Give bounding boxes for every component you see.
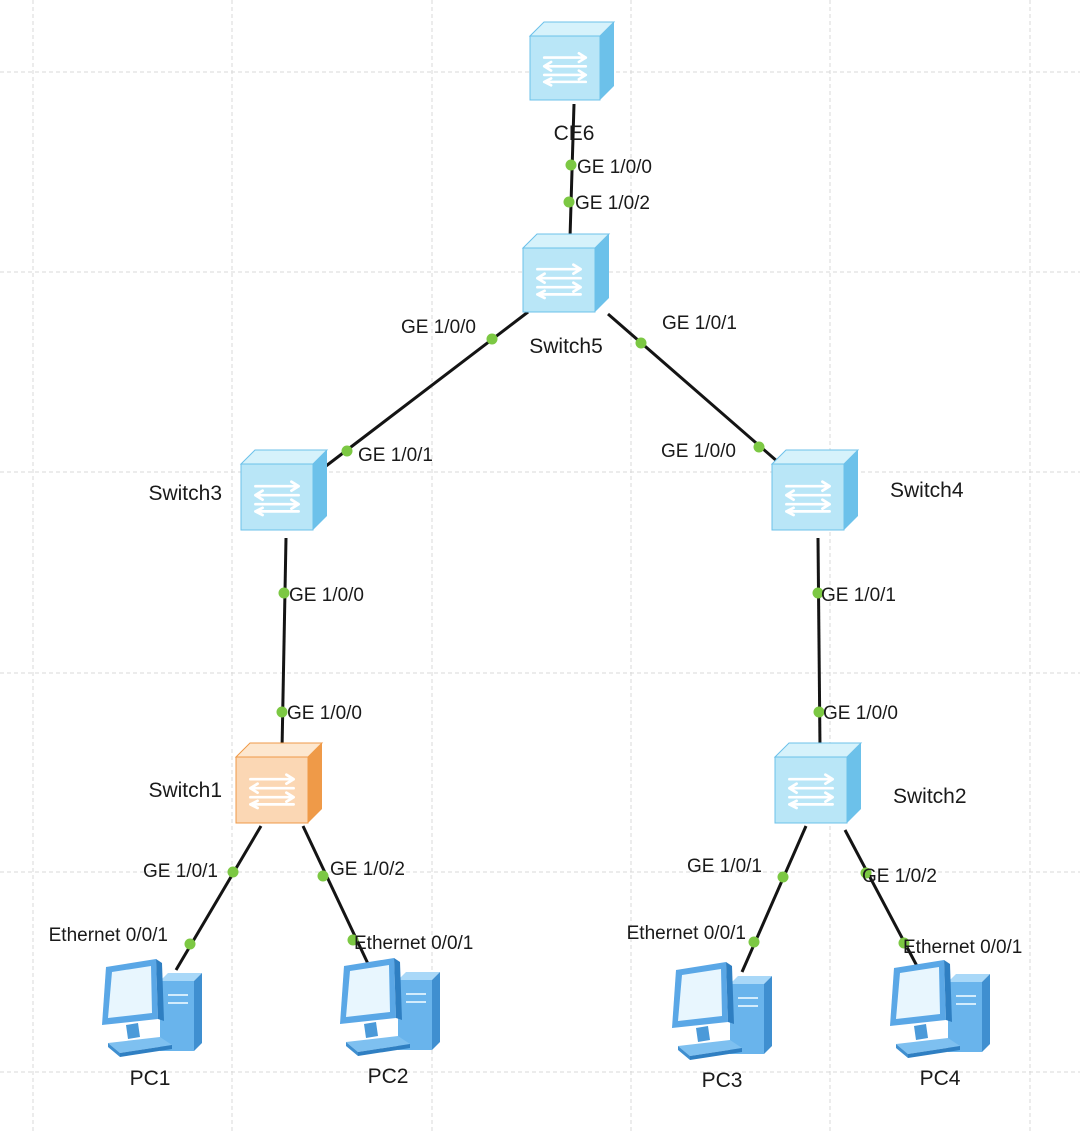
switch3-node[interactable] <box>239 449 329 531</box>
port-dot <box>898 937 910 949</box>
port-label: Ethernet 0/0/1 <box>49 925 168 946</box>
pc3-node[interactable] <box>672 962 772 1060</box>
pc-icon <box>672 962 772 1060</box>
ce6-node[interactable] <box>528 21 616 101</box>
labels: GE 1/0/0 GE 1/0/2 GE 1/0/0 GE 1/0/1 GE 1/0/1… <box>49 122 1023 1092</box>
pc3-label: PC3 <box>702 1069 743 1092</box>
link-switch3-switch1[interactable] <box>276 537 290 751</box>
switch3-label: Switch3 <box>148 482 222 505</box>
port-dot <box>227 866 239 878</box>
port-dot <box>860 867 872 879</box>
port-dot <box>317 870 329 882</box>
devices <box>102 21 990 1060</box>
port-dot <box>347 934 359 946</box>
port-dot <box>276 706 288 718</box>
port-label: GE 1/0/0 <box>287 703 362 724</box>
port-label: GE 1/0/1 <box>687 856 762 877</box>
switch1-node[interactable] <box>234 742 324 824</box>
pc-icon <box>340 958 440 1056</box>
link-switch2-pc4[interactable] <box>843 829 920 969</box>
port-dot <box>563 196 575 208</box>
port-dot <box>748 936 760 948</box>
switch-icon <box>521 233 611 313</box>
link-line[interactable] <box>568 103 576 239</box>
switch5-node[interactable] <box>521 233 611 313</box>
link-switch4-switch2[interactable] <box>812 537 825 749</box>
switch4-node[interactable] <box>770 449 860 531</box>
pc-icon <box>102 959 202 1057</box>
port-label: Ethernet 0/0/1 <box>627 923 746 944</box>
link-line[interactable] <box>301 825 372 969</box>
port-label: GE 1/0/1 <box>821 585 896 606</box>
switch2-node[interactable] <box>773 742 863 824</box>
port-dot <box>278 587 290 599</box>
switch2-label: Switch2 <box>893 785 967 808</box>
switch-icon <box>239 449 329 531</box>
switch5-label: Switch5 <box>529 335 603 358</box>
port-dot <box>341 445 353 457</box>
port-label: GE 1/0/0 <box>823 703 898 724</box>
port-label: GE 1/0/0 <box>661 441 736 462</box>
ce6-label: CE6 <box>554 122 595 145</box>
port-label: Ethernet 0/0/1 <box>354 933 473 954</box>
port-label: GE 1/0/1 <box>662 313 737 334</box>
switch4-label: Switch4 <box>890 479 964 502</box>
switch-icon <box>773 742 863 824</box>
link-switch5-switch3[interactable] <box>325 310 529 468</box>
port-label: GE 1/0/2 <box>575 193 650 214</box>
port-dot <box>565 159 577 171</box>
port-dot <box>812 587 824 599</box>
link-switch1-pc2[interactable] <box>301 825 372 969</box>
switch1-label: Switch1 <box>148 779 222 802</box>
link-switch5-switch4[interactable] <box>607 312 779 464</box>
link-switch1-pc1[interactable] <box>174 825 263 971</box>
pc1-node[interactable] <box>102 959 202 1057</box>
port-label: GE 1/0/0 <box>289 585 364 606</box>
pc1-label: PC1 <box>130 1067 171 1090</box>
port-label: Ethernet 0/0/1 <box>903 937 1022 958</box>
port-label: GE 1/0/2 <box>330 859 405 880</box>
port-label: GE 1/0/0 <box>577 157 652 178</box>
port-label: GE 1/0/1 <box>143 861 218 882</box>
link-line[interactable] <box>740 825 808 973</box>
port-dot <box>486 333 498 345</box>
link-line[interactable] <box>607 312 779 464</box>
pc4-node[interactable] <box>890 960 990 1058</box>
links <box>174 103 920 973</box>
port-label: GE 1/0/1 <box>358 445 433 466</box>
port-label: GE 1/0/2 <box>862 866 937 887</box>
pc2-node[interactable] <box>340 958 440 1056</box>
port-dot <box>635 337 647 349</box>
pc4-label: PC4 <box>920 1067 961 1090</box>
link-ce6-switch5[interactable] <box>563 103 577 239</box>
switch-icon <box>770 449 860 531</box>
port-dot <box>753 441 765 453</box>
pc2-label: PC2 <box>368 1065 409 1088</box>
port-dot <box>777 871 789 883</box>
switch-icon <box>234 742 324 824</box>
switch-icon <box>528 21 616 101</box>
link-switch2-pc3[interactable] <box>740 825 808 973</box>
port-label: GE 1/0/0 <box>401 317 476 338</box>
link-line[interactable] <box>280 537 288 751</box>
port-dot <box>184 938 196 950</box>
port-dot <box>813 706 825 718</box>
pc-icon <box>890 960 990 1058</box>
